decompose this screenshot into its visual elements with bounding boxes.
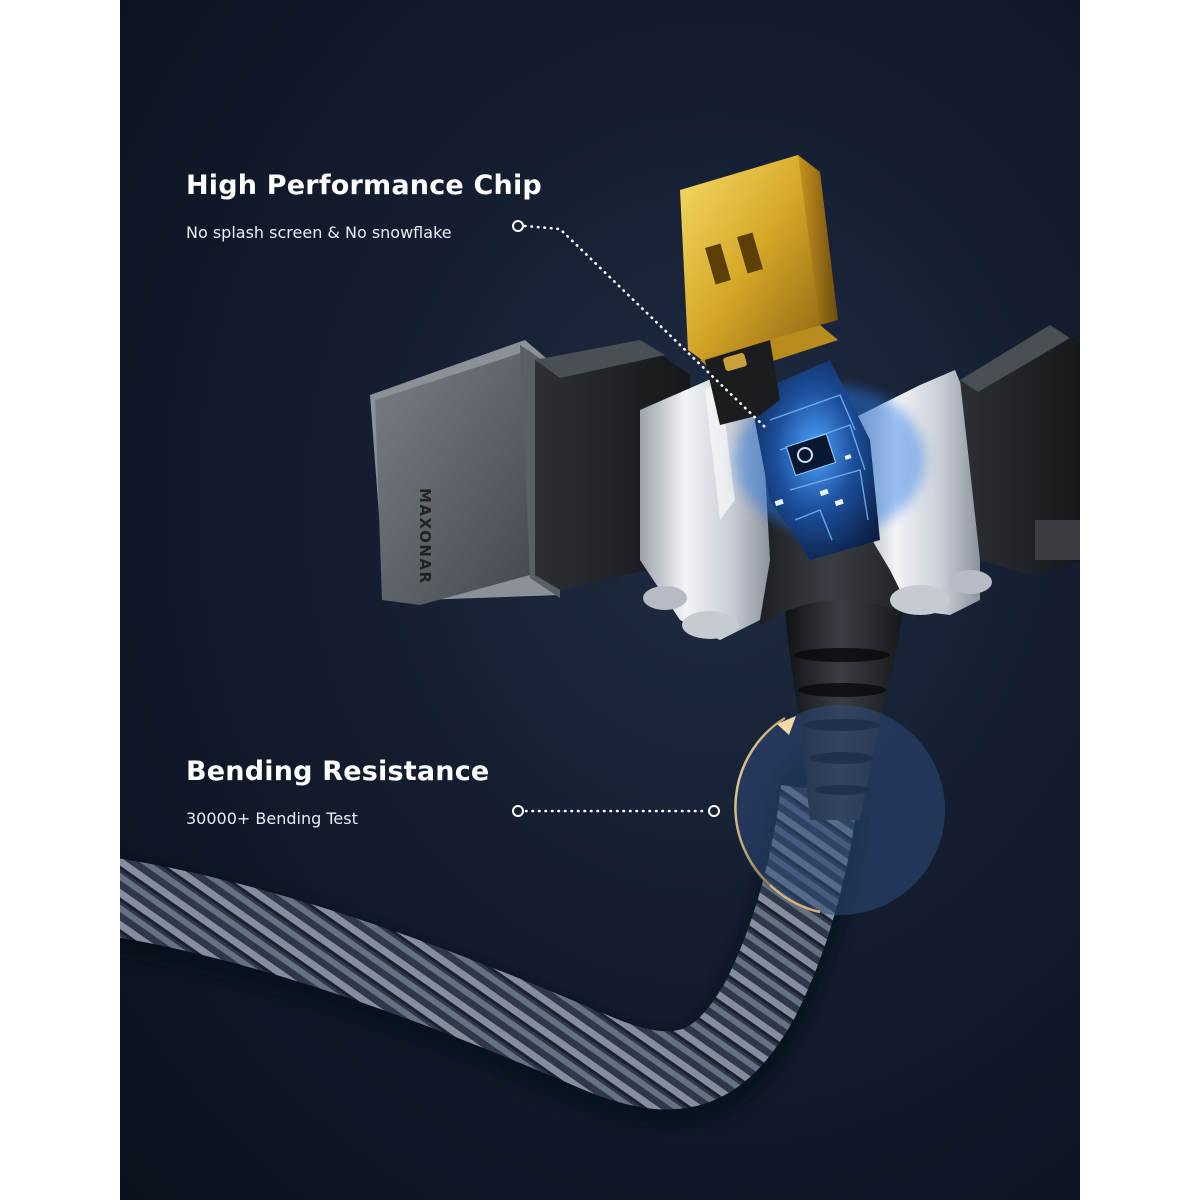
feature-title-chip: High Performance Chip [186,170,542,201]
cable-illustration: MAXONAR [120,155,1080,1129]
right-housing-piece [960,325,1080,575]
gold-connector [680,155,838,425]
chip-callout-line [512,220,770,432]
braided-cable [120,785,859,1110]
product-image: MAXONAR [120,0,1080,1200]
left-metal-shell [640,375,770,640]
feature-description-bending: 30000+ Bending Test [186,809,358,828]
feature-description-chip: No splash screen & No snowflake [186,223,452,242]
pcb-chip-board [735,360,925,560]
bending-indicator [734,705,945,915]
bending-callout-line [512,805,720,817]
feature-title-bending: Bending Resistance [186,756,490,787]
brand-logo: MAXONAR [416,488,434,585]
left-cover-piece: MAXONAR [370,340,560,605]
